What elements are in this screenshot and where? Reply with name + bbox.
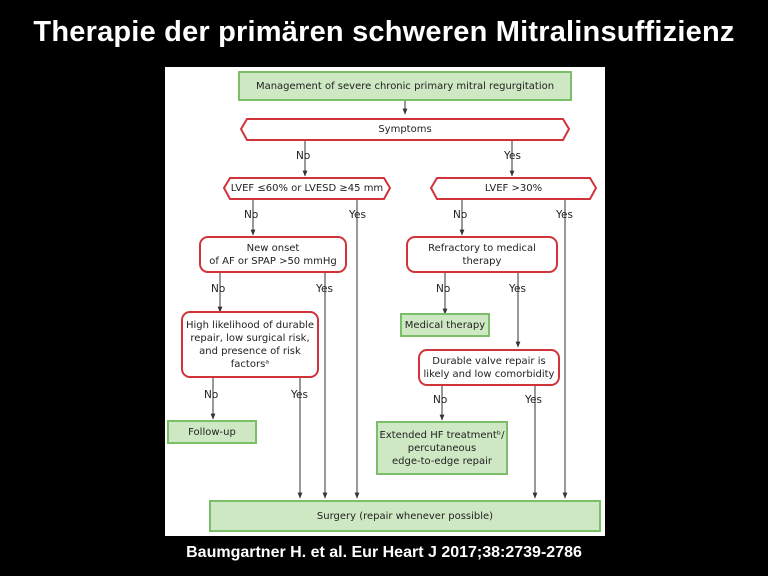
likelihood-label: High likelihood of durable repair, low s… — [186, 319, 314, 370]
refractory-label: Refractory to medical therapy — [428, 242, 536, 267]
surgery-label: Surgery (repair whenever possible) — [316, 510, 494, 522]
answer-yes: Yes — [556, 209, 573, 221]
extended-box — [376, 421, 508, 475]
lvef30-label: LVEF >30% — [484, 183, 543, 194]
lvef-lvesd-box — [222, 177, 392, 200]
flowchart-panel: Management of severe chronic primary mit… — [165, 67, 605, 536]
medical-therapy-box — [400, 313, 490, 337]
answer-yes: Yes — [525, 394, 542, 406]
answer-yes: Yes — [349, 209, 366, 221]
answer-no: No — [296, 150, 311, 162]
follow-up-label: Follow-up — [188, 426, 236, 438]
symptoms-box — [239, 118, 571, 141]
af-spap-label: New onset of AF or SPAP >50 mmHg — [209, 242, 337, 267]
answer-no: No — [204, 389, 219, 401]
extended-label: Extended HF treatmentᵇ/ percutaneous edg… — [379, 429, 505, 467]
likelihood-box — [181, 311, 319, 378]
durable-box — [418, 349, 560, 386]
root-label: Management of severe chronic primary mit… — [255, 80, 555, 92]
follow-up-box — [167, 420, 257, 444]
answer-yes: Yes — [316, 283, 333, 295]
lvef-lvesd-label: LVEF ≤60% or LVESD ≥45 mm — [230, 183, 384, 194]
flowchart-connectors — [167, 71, 601, 532]
answer-yes: Yes — [504, 150, 521, 162]
citation: Baumgartner H. et al. Eur Heart J 2017;3… — [186, 544, 582, 561]
durable-label: Durable valve repair is likely and low c… — [423, 355, 555, 380]
medical-therapy-label: Medical therapy — [404, 319, 486, 331]
answer-no: No — [433, 394, 448, 406]
root-box — [238, 71, 572, 101]
refractory-box — [406, 236, 558, 273]
answer-no: No — [453, 209, 468, 221]
answer-yes: Yes — [509, 283, 526, 295]
symptoms-label: Symptoms — [378, 124, 432, 135]
answer-yes: Yes — [291, 389, 308, 401]
answer-no: No — [436, 283, 451, 295]
surgery-box — [209, 500, 601, 532]
lvef30-box — [429, 177, 598, 200]
answer-no: No — [211, 283, 226, 295]
af-spap-box — [199, 236, 347, 273]
slide-title: Therapie der primären schweren Mitralins… — [33, 16, 735, 48]
answer-no: No — [244, 209, 259, 221]
